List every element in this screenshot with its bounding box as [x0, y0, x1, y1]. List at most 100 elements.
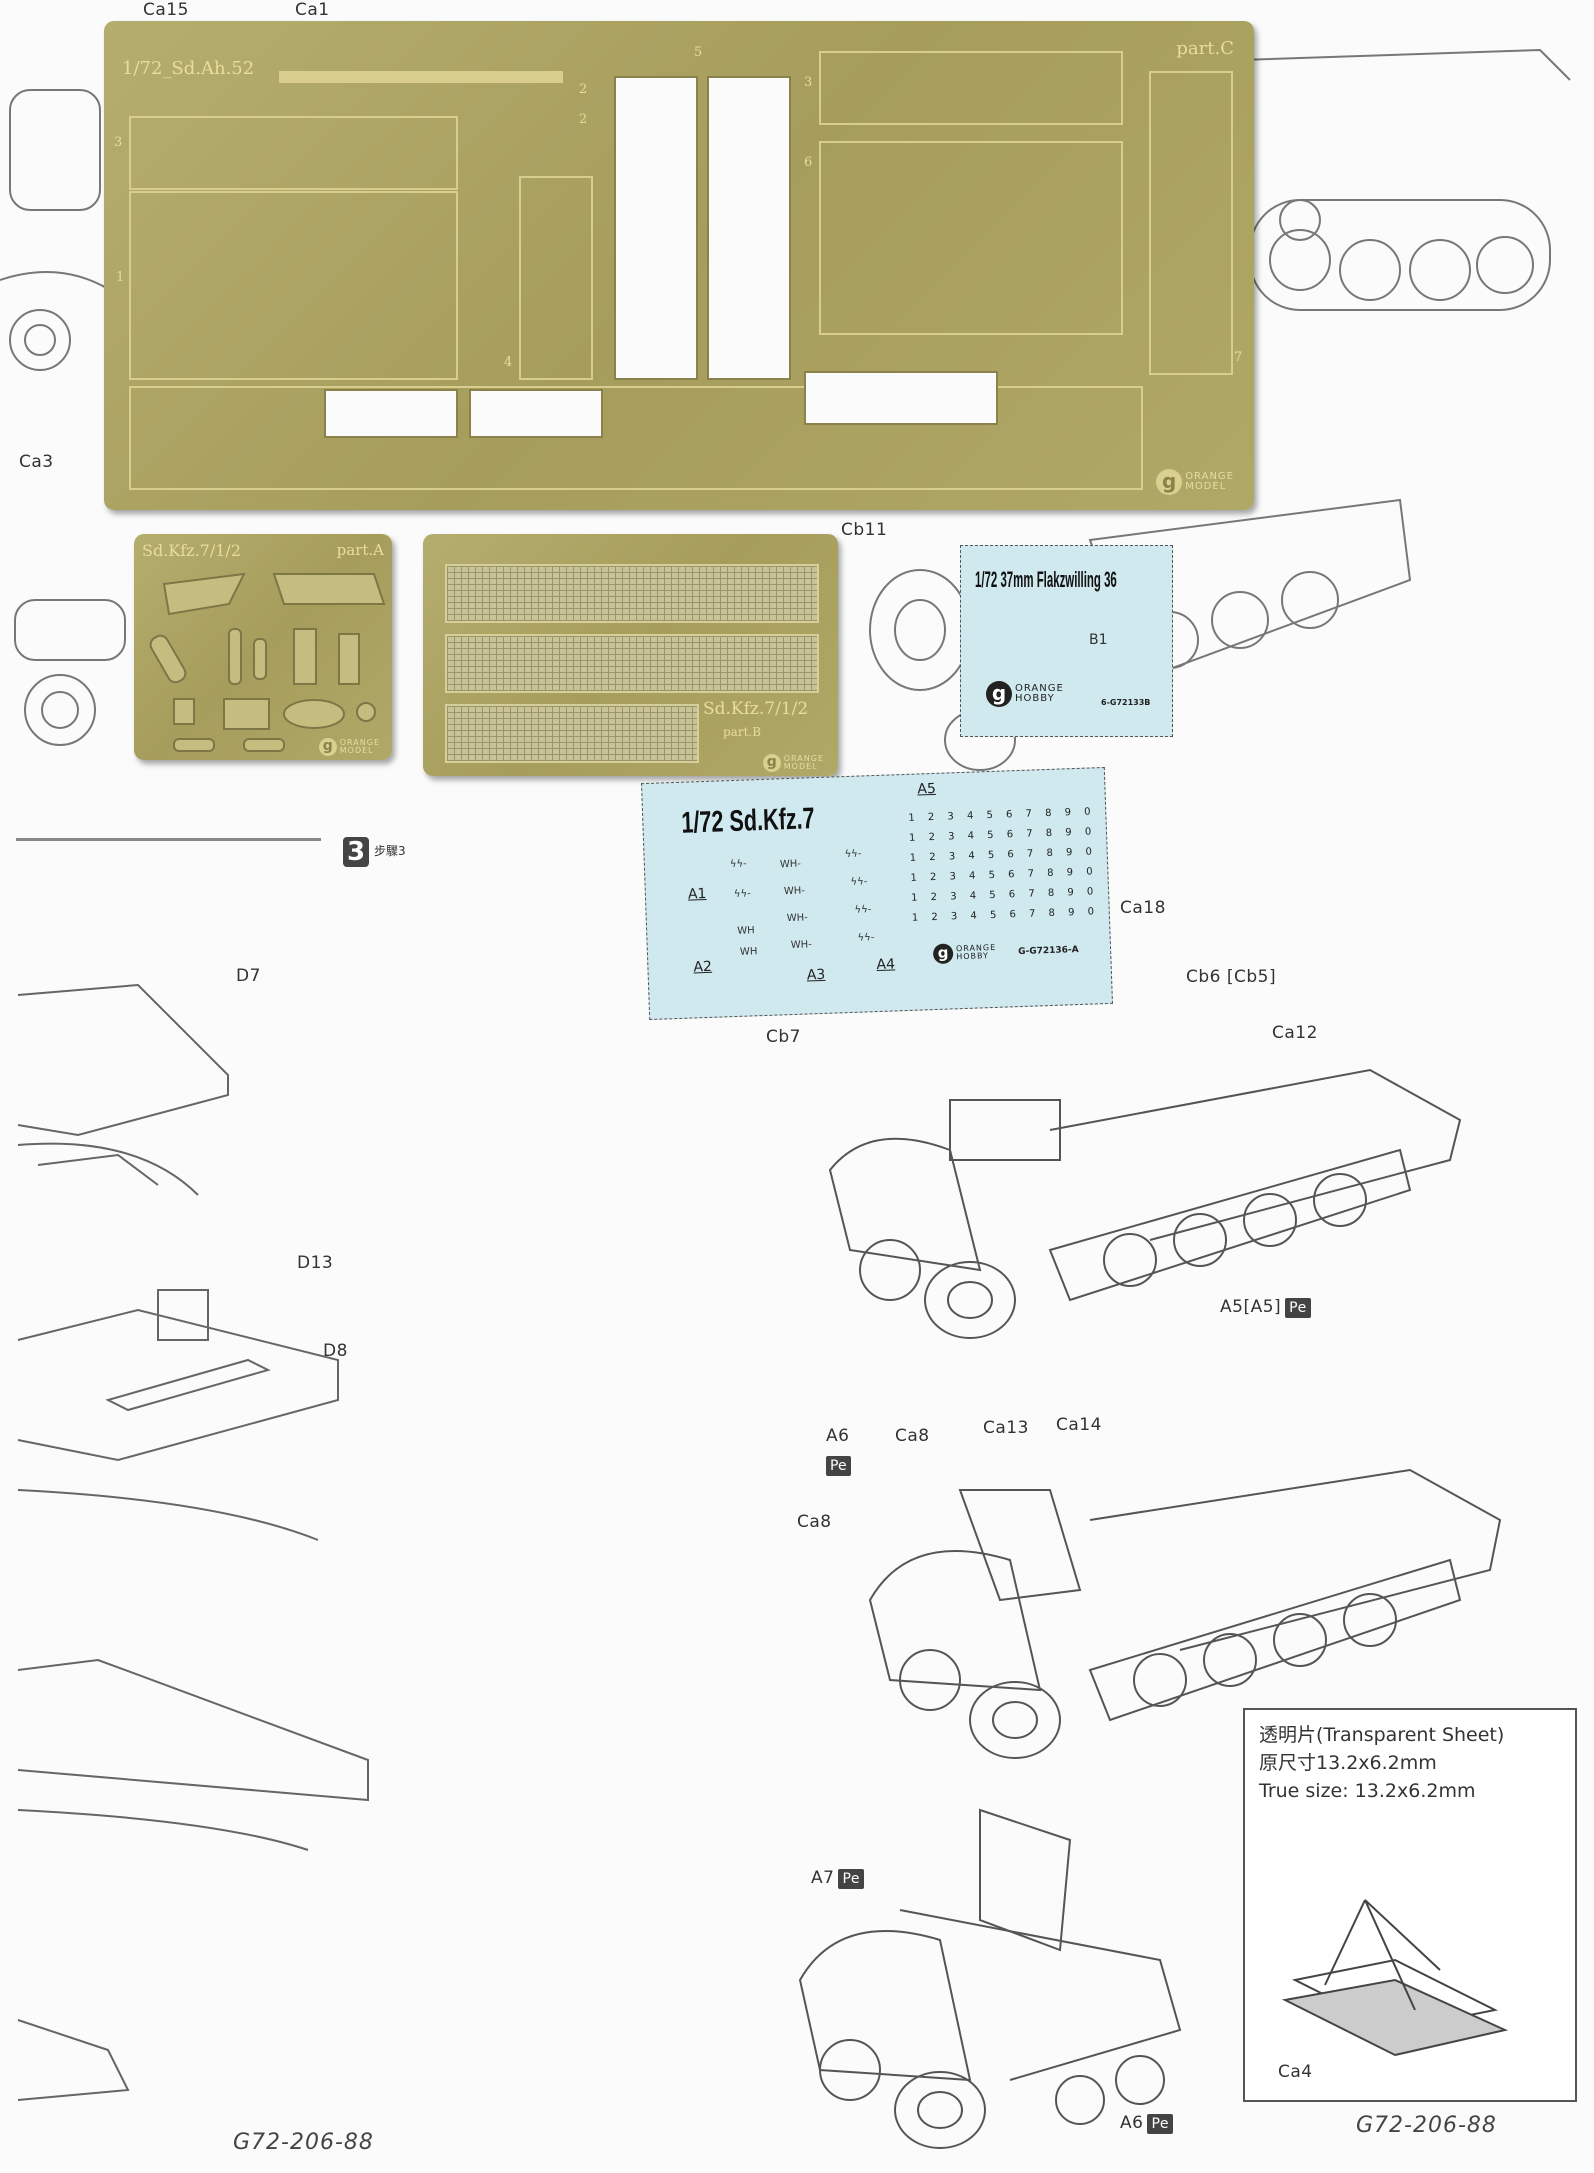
halftrack-drawing-top-right [1239, 20, 1571, 384]
fret-part-3 [129, 116, 458, 190]
callout-d13: D13 [297, 1253, 334, 1273]
decal-mark: ϟϟ- [733, 888, 751, 900]
logo-text: ORANGE [783, 754, 824, 763]
logo-text: ORANGE [1185, 471, 1234, 482]
callout-d7: D7 [236, 966, 261, 986]
track-sketch [0, 89, 111, 371]
halftrack-drawing-step-c [780, 1800, 1200, 2164]
logo-mark-icon: g [986, 681, 1012, 707]
fret-cutout [614, 76, 698, 380]
part-number: 3 [114, 135, 123, 150]
fret-a-parts [149, 572, 386, 752]
transparent-sheet-size-cn: 原尺寸13.2x6.2mm [1259, 1751, 1437, 1774]
halftrack-drawing-step-b [850, 1430, 1510, 1764]
halftrack-drawing-left-mid [0, 560, 130, 764]
transparent-sheet-callout-box: 透明片(Transparent Sheet) 原尺寸13.2x6.2mm Tru… [1243, 1708, 1577, 2102]
mesh-grille-part [445, 634, 819, 693]
part-number: 2 [579, 112, 588, 127]
decal-group-a3: A3 [806, 966, 826, 984]
callout-text: A6 [1120, 2113, 1144, 2133]
page-code-left: G72-206-88 [233, 2130, 374, 2155]
part-number: 6 [804, 155, 813, 170]
decal-mark: WH- [779, 858, 802, 871]
callout-cb7: Cb7 [766, 1027, 801, 1047]
logo-text: HOBBY [956, 951, 990, 962]
fret-part-6 [819, 141, 1123, 335]
transparent-sheet-diagram [1281, 1899, 1509, 2057]
decal-code: G-G72136-A [1017, 945, 1079, 958]
page-code-right: G72-206-88 [1356, 2113, 1497, 2138]
callout-d8: D8 [323, 1341, 348, 1361]
callout-ca8-left: Ca8 [797, 1512, 832, 1532]
fret-part-label: part.A [336, 541, 384, 559]
fret-part-4 [519, 176, 593, 380]
fret-title: Sd.Kfz.7/1/2 [703, 699, 809, 719]
callout-ca12: Ca12 [1272, 1023, 1318, 1043]
decal-group-a5: A5 [917, 780, 937, 798]
logo-text: MODEL [1185, 481, 1227, 492]
decal-mark: WH- [786, 912, 809, 925]
logo-mark-icon: g [932, 943, 954, 965]
decal-group-a2: A2 [693, 958, 713, 976]
decal-mark: WH- [790, 939, 812, 952]
pe-badge: Pe [826, 1456, 851, 1476]
fret-strip-ca1 [279, 71, 563, 83]
decal-mark: ϟϟ- [850, 876, 868, 888]
callout-a5: A5[A5]Pe [1220, 1297, 1311, 1318]
callout-ca13: Ca13 [983, 1418, 1029, 1438]
logo-mark-icon: g [1156, 469, 1183, 495]
fret-cutout [804, 371, 998, 425]
logo-mark-icon: g [762, 754, 781, 772]
decal-mark: ϟϟ- [854, 904, 872, 916]
fret-cutout [469, 389, 603, 438]
mesh-grille-part [445, 564, 819, 623]
decal-group-a4: A4 [876, 956, 896, 974]
fret-part-2 [129, 386, 1143, 490]
callout-ca14: Ca14 [1056, 1415, 1102, 1435]
logo-text: ORANGE [1015, 683, 1064, 694]
mesh-grille-part [445, 704, 699, 763]
logo-mark-icon: g [318, 738, 337, 756]
callout-ca1: Ca1 [295, 0, 330, 20]
part-number: 1 [116, 270, 125, 285]
callout-ca18: Ca18 [1120, 898, 1166, 918]
step-number-badge: 3 [343, 837, 369, 867]
decal-mark: ϟϟ- [857, 932, 875, 944]
logo-text: HOBBY [1015, 693, 1055, 704]
decal-title: 1/72 Sd.Kfz.7 [680, 802, 816, 840]
step-label: 步驟3 [374, 844, 406, 858]
decal-code: 6-G72133B [1101, 698, 1151, 707]
fret-cutout [324, 389, 458, 438]
callout-text: A7 [811, 1868, 835, 1888]
fret-part-3-right [819, 51, 1123, 125]
pe-badge: Pe [1147, 2114, 1174, 2134]
logo-text: MODEL [783, 762, 818, 771]
fret-title: Sd.Kfz.7/1/2 [142, 541, 241, 560]
transparent-sheet-true-size: True size: 13.2x6.2mm [1259, 1779, 1476, 1802]
fret-part-label: part.B [723, 725, 762, 739]
decal-mark: WH [739, 946, 758, 958]
callout-cb11: Cb11 [841, 520, 888, 540]
part-number: 3 [804, 75, 813, 90]
photo-etch-fret-part-c: 1/72_Sd.Ah.52 part.C 1 2 3 4 5 6 7 2 3 g… [104, 21, 1254, 510]
fret-cutout [707, 76, 791, 380]
decal-mark: WH [737, 925, 755, 937]
decal-title: 1/72 37mm Flakzwilling 36 [975, 567, 1117, 592]
decal-mark: WH- [783, 885, 806, 898]
part-number: 4 [504, 355, 513, 370]
logo-text: ORANGE [339, 738, 380, 747]
decal-mark: ϟϟ- [729, 858, 747, 871]
fret-title: 1/72_Sd.Ah.52 [122, 58, 255, 79]
callout-text: A5[A5] [1220, 1297, 1282, 1317]
fret-part-1 [129, 191, 458, 380]
callout-ca8-top: Ca8 [895, 1426, 930, 1446]
transparent-sheet-title: 透明片(Transparent Sheet) [1259, 1724, 1505, 1746]
decal-sheet-sdkfz7: 1/72 Sd.Kfz.7 A1 A2 A3 A4 A5 ϟϟ- ϟϟ- ϟϟ-… [641, 766, 1113, 1021]
step-divider-line [16, 838, 321, 841]
